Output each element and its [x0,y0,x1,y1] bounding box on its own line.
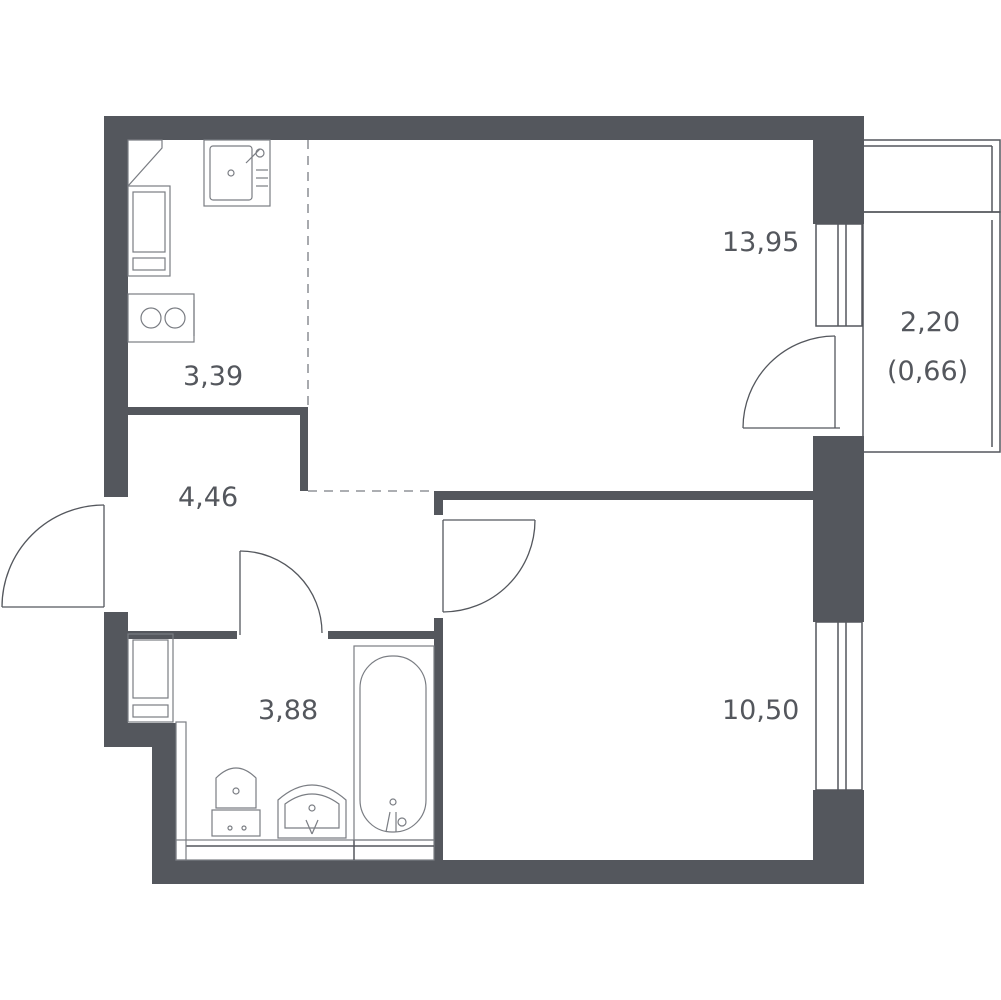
bedroom-area-label: 10,50 [722,695,799,726]
area-labels: 3,39 13,95 2,20 (0,66) 4,46 3,88 10,50 [178,227,968,726]
balcony-reduced-area-label: (0,66) [887,356,968,387]
bathroom-fixtures [127,633,435,861]
zone-boundaries [307,140,434,492]
kitchen-fixtures [127,139,271,343]
walls [104,116,864,884]
kitchen-area-label: 3,39 [183,361,243,392]
hallway-area-label: 4,46 [178,482,238,513]
balcony-area-label: 2,20 [900,307,960,338]
kitchen-corner [127,139,163,188]
balcony-outline [862,139,1001,453]
windows [175,223,863,861]
living-room-area-label: 13,95 [722,227,799,258]
bathroom-area-label: 3,88 [258,695,318,726]
doors [1,335,840,635]
